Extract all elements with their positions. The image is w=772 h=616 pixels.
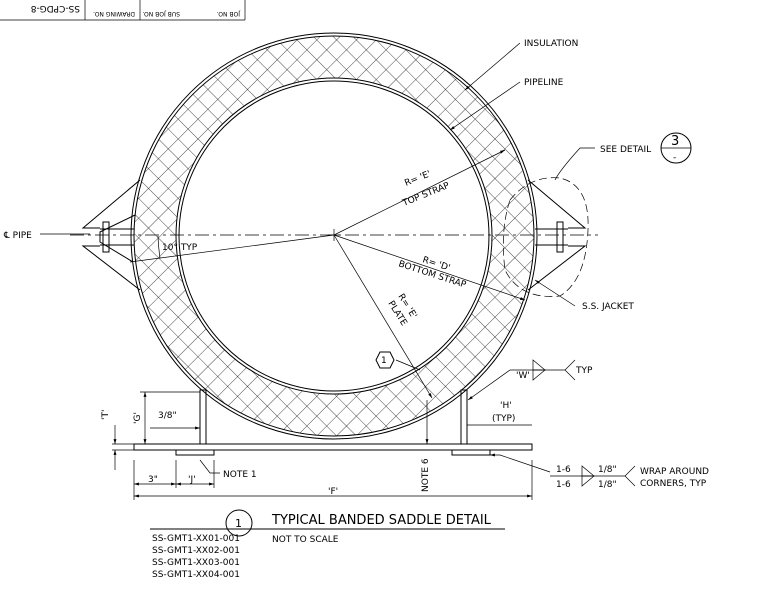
radius-plate bbox=[333, 234, 433, 399]
leader-lines bbox=[40, 42, 595, 474]
reference-1: SS-GMT1-XX01-001 bbox=[152, 534, 240, 544]
dim-g-label: 'G' bbox=[133, 412, 143, 424]
wrap-line-2: CORNERS, TYP bbox=[640, 479, 707, 489]
ss-jacket-label: S.S. JACKET bbox=[582, 302, 634, 312]
note-tag-hexagon bbox=[375, 351, 395, 369]
left-strap bbox=[81, 179, 141, 291]
detail-number-circle bbox=[225, 509, 253, 537]
note-1-label: NOTE 1 bbox=[223, 470, 257, 480]
dim-t-label: 'T' bbox=[101, 410, 111, 420]
dim-38-label: 3/8" bbox=[158, 411, 177, 421]
jacket-outline bbox=[130, 32, 538, 440]
detail-subtitle: NOT TO SCALE bbox=[272, 535, 339, 545]
see-detail-label: SEE DETAIL bbox=[600, 145, 651, 155]
detail-title-block: 1 TYPICAL BANDED SADDLE DETAIL NOT TO SC… bbox=[150, 509, 505, 580]
saddle-base bbox=[133, 389, 533, 456]
pipeline-label: PIPELINE bbox=[524, 78, 564, 88]
weld-b-size: 1/8" bbox=[598, 480, 617, 490]
weld-typ-label: TYP bbox=[575, 366, 593, 376]
detail-title: TYPICAL BANDED SADDLE DETAIL bbox=[271, 513, 492, 528]
dim-h-label: 'H' bbox=[500, 401, 512, 411]
dim-j-label: 'J' bbox=[188, 475, 196, 485]
right-strap bbox=[527, 179, 587, 291]
dim-f-label: 'F' bbox=[328, 487, 338, 497]
radius-top-strap bbox=[333, 149, 506, 236]
reference-4: SS-GMT1-XX04-001 bbox=[152, 570, 240, 580]
weld-b-pitch: 1-6 bbox=[556, 480, 571, 490]
radius-bottom-strap bbox=[333, 234, 526, 301]
detail-ref-sub: - bbox=[673, 153, 676, 163]
title-block-drawing-no: DRAWING NO. bbox=[93, 10, 135, 17]
reference-2: SS-GMT1-XX02-001 bbox=[152, 546, 240, 556]
insulation-label: INSULATION bbox=[524, 39, 578, 49]
note-6-label: NOTE 6 bbox=[421, 458, 431, 492]
weld-a-size: 1/8" bbox=[598, 465, 617, 475]
dim-h-typ-label: (TYP) bbox=[492, 414, 515, 424]
pipeline-wall bbox=[178, 80, 490, 392]
reference-3: SS-GMT1-XX03-001 bbox=[152, 558, 240, 568]
title-block: SS-CPDG-8 DRAWING NO. SUB JOB NO. JOB NO… bbox=[0, 0, 246, 21]
angle-label: 10° TYP bbox=[162, 243, 198, 253]
detail-ref-number: 3 bbox=[671, 134, 679, 149]
weld-w-label: 'W' bbox=[516, 371, 530, 381]
detail-number: 1 bbox=[235, 517, 242, 530]
wrap-line-1: WRAP AROUND bbox=[640, 467, 709, 477]
dim-3-label: 3" bbox=[148, 475, 158, 485]
title-block-job-no: JOB NO. bbox=[217, 10, 241, 17]
title-block-sub-job: SUB JOB NO. bbox=[142, 10, 180, 17]
angle-line bbox=[129, 234, 335, 263]
pipe-centerline-label: ℄ PIPE bbox=[3, 231, 32, 241]
dimension-lines bbox=[112, 390, 533, 500]
weld-a-pitch: 1-6 bbox=[556, 465, 571, 475]
note-tag-text: 1 bbox=[381, 356, 387, 366]
detail-cloud bbox=[502, 177, 589, 297]
insulation-ring bbox=[133, 35, 535, 437]
weld-symbols bbox=[467, 359, 636, 487]
title-block-drawing-id: SS-CPDG-8 bbox=[30, 3, 80, 13]
top-strap-radius: R= 'E' bbox=[403, 169, 432, 188]
